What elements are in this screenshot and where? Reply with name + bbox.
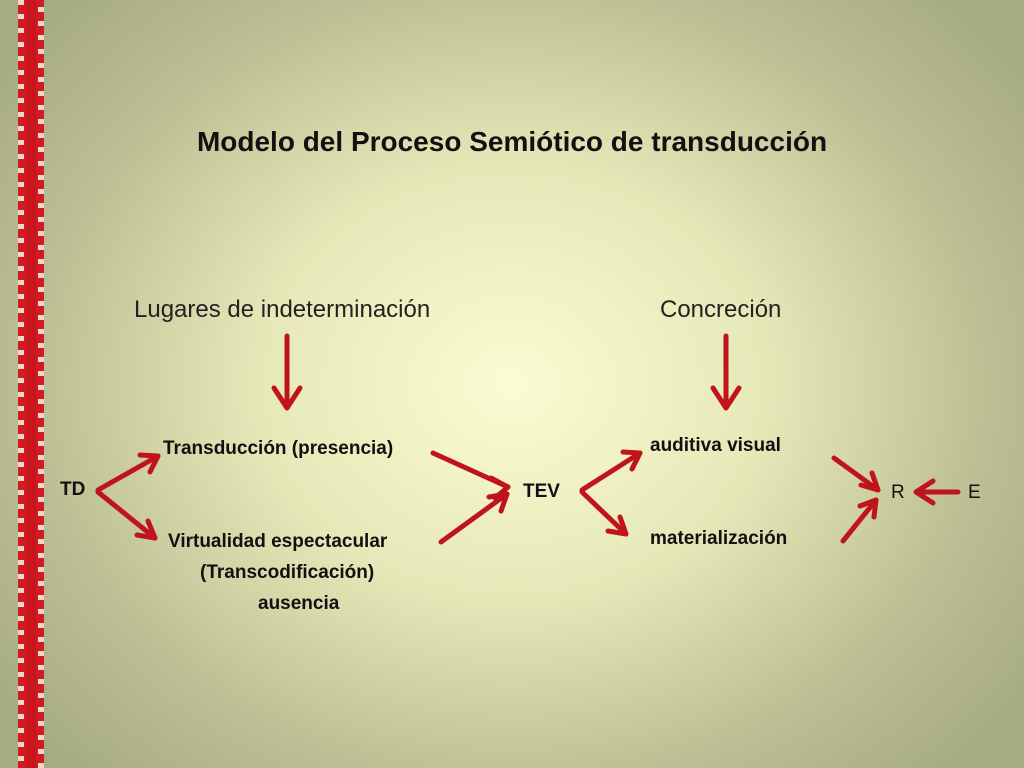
arrow-virtualidad-to-tev bbox=[438, 491, 510, 545]
arrow-auditiva-to-r bbox=[831, 455, 881, 493]
arrow-transduccion-to-tev bbox=[430, 450, 511, 501]
arrow-td-to-virtualidad bbox=[95, 489, 158, 541]
node-td: TD bbox=[60, 479, 86, 500]
node-auditiva-visual: auditiva visual bbox=[650, 435, 781, 456]
node-virtualidad-line1: Virtualidad espectacular bbox=[168, 531, 388, 552]
node-virtualidad-line2: (Transcodificación) bbox=[200, 562, 375, 583]
header-concrecion: Concreción bbox=[660, 296, 782, 323]
page-title: Modelo del Proceso Semiótico de transduc… bbox=[196, 126, 828, 157]
arrow-tev-to-auditiva bbox=[579, 449, 643, 493]
arrow-down-lugares bbox=[271, 333, 303, 411]
arrow-td-to-transduccion bbox=[95, 452, 161, 493]
node-materializacion: materialización bbox=[650, 528, 788, 549]
arrow-tev-to-materializacion bbox=[579, 489, 629, 537]
arrow-down-concrecion bbox=[710, 333, 742, 411]
node-transduccion: Transducción (presencia) bbox=[163, 438, 394, 459]
node-virtualidad-line3: ausencia bbox=[258, 593, 340, 614]
node-r: R bbox=[891, 482, 905, 503]
node-tev: TEV bbox=[523, 481, 560, 502]
header-lugares: Lugares de indeterminación bbox=[134, 296, 431, 323]
node-e: E bbox=[968, 482, 981, 503]
arrow-materializacion-to-r bbox=[840, 497, 879, 544]
arrow-e-to-r bbox=[913, 478, 961, 506]
decorative-border bbox=[18, 0, 44, 768]
